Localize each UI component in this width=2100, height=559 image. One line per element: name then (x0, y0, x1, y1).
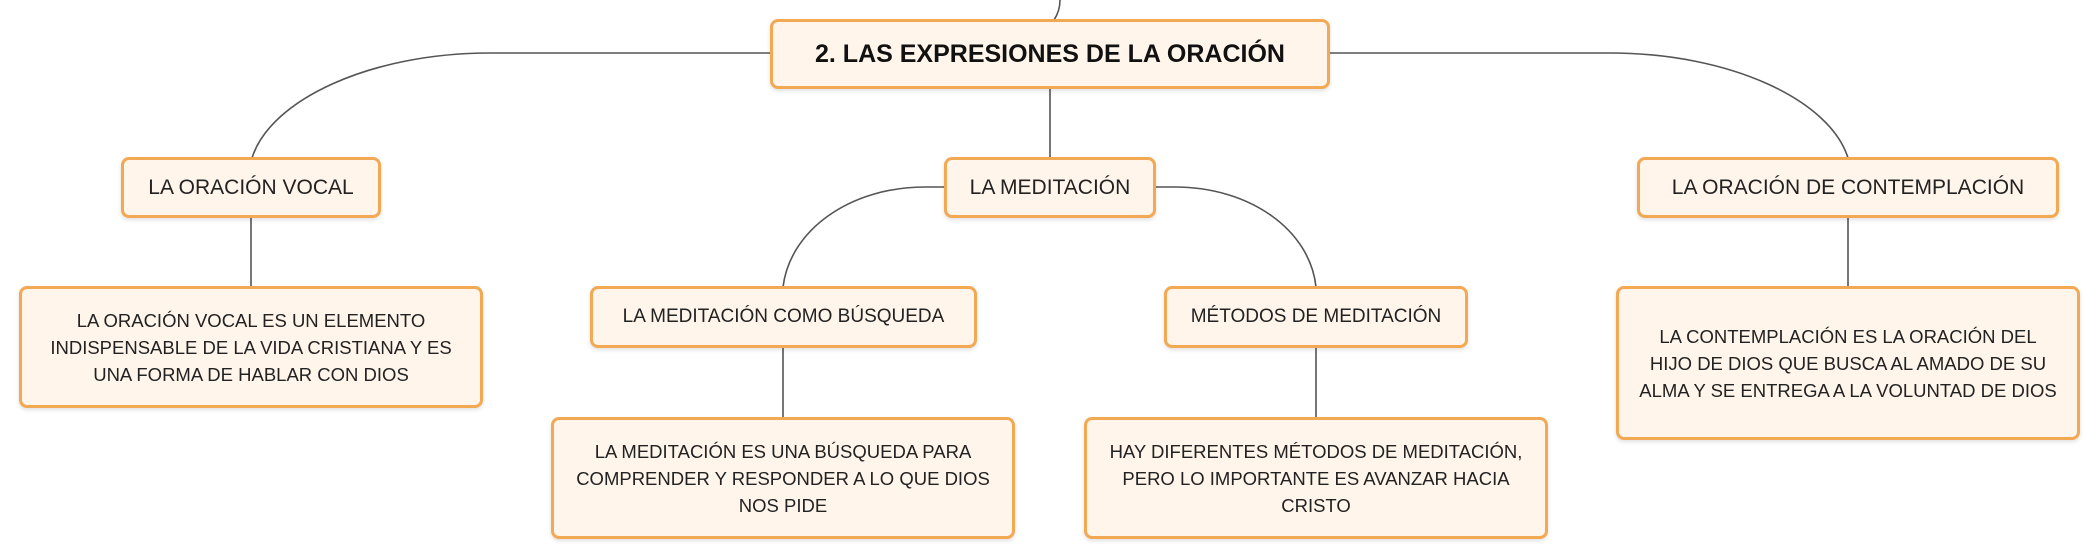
node-meditacion-busqueda-description[interactable]: LA MEDITACIÓN ES UNA BÚSQUEDA PARA COMPR… (551, 417, 1015, 539)
node-oracion-contemplacion-label: LA ORACIÓN DE CONTEMPLACIÓN (1671, 175, 2025, 199)
node-meditacion[interactable]: LA MEDITACIÓN (944, 157, 1156, 218)
root-node-label: 2. LAS EXPRESIONES DE LA ORACIÓN (815, 39, 1285, 68)
node-oracion-contemplacion-description-text: LA CONTEMPLACIÓN ES LA ORACIÓN DEL HIJO … (1639, 325, 2057, 401)
node-metodos-meditacion[interactable]: MÉTODOS DE MEDITACIÓN (1164, 286, 1468, 348)
node-meditacion-busqueda-label: LA MEDITACIÓN COMO BÚSQUEDA (622, 306, 945, 327)
root-node[interactable]: 2. LAS EXPRESIONES DE LA ORACIÓN (770, 19, 1330, 89)
node-meditacion-label: LA MEDITACIÓN (969, 175, 1131, 199)
connector-root-vocal (251, 52, 773, 159)
node-metodos-meditacion-description-text: HAY DIFERENTES MÉTODOS DE MEDITACIÓN, PE… (1109, 440, 1523, 516)
node-meditacion-busqueda-description-text: LA MEDITACIÓN ES UNA BÚSQUEDA PARA COMPR… (576, 440, 990, 516)
connector-meditacion-metodos (1154, 186, 1317, 288)
node-oracion-vocal-description[interactable]: LA ORACIÓN VOCAL ES UN ELEMENTO INDISPEN… (19, 286, 483, 408)
node-meditacion-busqueda[interactable]: LA MEDITACIÓN COMO BÚSQUEDA (590, 286, 977, 348)
node-oracion-vocal-label: LA ORACIÓN VOCAL (148, 175, 354, 199)
node-oracion-contemplacion-description[interactable]: LA CONTEMPLACIÓN ES LA ORACIÓN DEL HIJO … (1616, 286, 2080, 440)
node-metodos-meditacion-description[interactable]: HAY DIFERENTES MÉTODOS DE MEDITACIÓN, PE… (1084, 417, 1548, 539)
connector-root-contemplacion (1327, 52, 1849, 159)
node-oracion-contemplacion[interactable]: LA ORACIÓN DE CONTEMPLACIÓN (1637, 157, 2059, 218)
node-oracion-vocal-description-text: LA ORACIÓN VOCAL ES UN ELEMENTO INDISPEN… (50, 309, 452, 385)
node-oracion-vocal[interactable]: LA ORACIÓN VOCAL (121, 157, 381, 218)
connector-meditacion-busqueda (782, 186, 946, 288)
connector-parent-root (1053, 0, 1061, 21)
node-metodos-meditacion-label: MÉTODOS DE MEDITACIÓN (1190, 306, 1442, 327)
